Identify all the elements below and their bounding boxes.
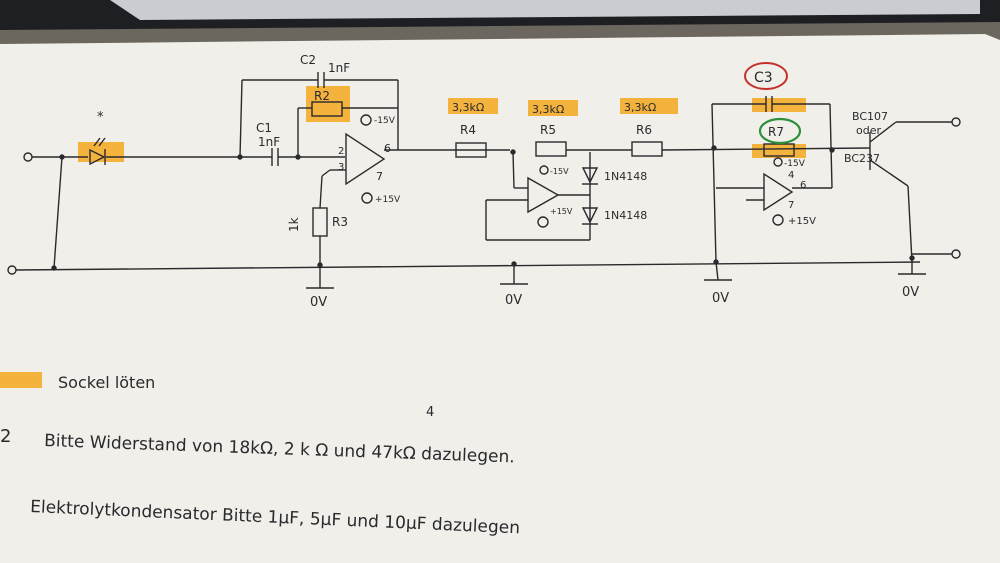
r3-label: R3 xyxy=(332,215,348,229)
r2-label: R2 xyxy=(314,89,330,103)
c3-red-circle xyxy=(744,62,788,90)
diode-2 xyxy=(581,207,599,224)
minus-supply-1-icon xyxy=(360,114,372,126)
paper-sheet xyxy=(0,34,1000,563)
c1-value: 1nF xyxy=(258,135,280,149)
r6-label: R6 xyxy=(636,123,652,137)
r2-resistor xyxy=(311,101,343,117)
opamp2-minus-supply: -15V xyxy=(550,167,569,176)
minus-supply-2-icon xyxy=(539,165,549,175)
opamp1-pin6: 6 xyxy=(384,142,391,155)
opamp1-pin2: 2 xyxy=(338,146,344,157)
opamp2-plus-supply: +15V xyxy=(550,207,573,216)
diode1-label: 1N4148 xyxy=(604,170,647,183)
legend-text: Sockel löten xyxy=(58,373,155,392)
r6-value-highlight xyxy=(620,98,678,114)
r4-value-highlight xyxy=(448,98,498,114)
schematic-drawing xyxy=(7,62,961,289)
r7-highlight xyxy=(752,144,806,158)
c2-label: C2 xyxy=(300,53,316,67)
r5-value: 3,3kΩ xyxy=(532,103,564,116)
output-terminal-top xyxy=(951,117,961,127)
r4-value: 3,3kΩ xyxy=(452,101,484,114)
transistor-label-2: oder xyxy=(856,124,881,137)
line2-insert: 4 xyxy=(426,405,434,420)
transistor-label-1: BC107 xyxy=(852,110,888,123)
opamp-2 xyxy=(527,176,560,214)
opamp3-pin6: 6 xyxy=(800,180,806,191)
r5-resistor xyxy=(535,141,567,157)
opamp3-pin4: 4 xyxy=(788,170,794,181)
c2-value: 1nF xyxy=(328,61,350,75)
c1-label: C1 xyxy=(256,121,272,135)
opamp1-pin3: 3 xyxy=(338,162,344,173)
laptop-lid xyxy=(110,0,980,20)
opamp-1 xyxy=(345,132,386,186)
output-terminal-bottom xyxy=(951,249,961,259)
plus-supply-2-icon xyxy=(537,216,549,228)
ground-label-1: 0V xyxy=(310,295,327,310)
led-diode xyxy=(89,148,106,166)
ground-label-3: 0V xyxy=(712,291,729,306)
transistor-label-3: BC237 xyxy=(844,152,880,165)
r6-resistor xyxy=(631,141,663,157)
opamp3-pin7: 7 xyxy=(788,200,794,211)
input-terminal-bottom xyxy=(7,265,17,275)
line2-number: 2 xyxy=(0,426,11,447)
diode2-label: 1N4148 xyxy=(604,209,647,222)
c3-label: C3 xyxy=(754,70,773,86)
r6-value: 3,3kΩ xyxy=(624,101,656,114)
diode-1 xyxy=(581,167,599,184)
r7-label: R7 xyxy=(768,125,784,139)
opamp3-minus-supply: -15V xyxy=(784,159,806,169)
r5-value-highlight xyxy=(528,100,578,116)
plus-supply-1-icon xyxy=(361,192,373,204)
r5-label: R5 xyxy=(540,123,556,137)
r4-label: R4 xyxy=(460,123,476,137)
r3-value: 1k xyxy=(287,217,301,232)
opamp1-minus-supply: -15V xyxy=(374,116,396,126)
opamp3-plus-supply: +15V xyxy=(788,216,816,227)
ground-label-2: 0V xyxy=(505,293,522,308)
r4-resistor xyxy=(455,142,487,158)
opamp1-pin7: 7 xyxy=(376,170,383,183)
opamp-3 xyxy=(763,172,794,212)
opamp1-plus-supply: +15V xyxy=(375,195,401,205)
schematic-labels: * C2 1nF R2 C1 1nF -15V +15V 6 7 2 3 R3 … xyxy=(97,53,919,310)
ground-label-4: 0V xyxy=(902,285,919,300)
minus-supply-3-icon xyxy=(773,157,783,167)
c3-highlight xyxy=(752,98,806,112)
plus-supply-3-icon xyxy=(772,214,784,226)
r7-green-circle xyxy=(758,117,802,145)
legend-swatch xyxy=(0,372,42,388)
led-mark: * xyxy=(97,110,104,125)
